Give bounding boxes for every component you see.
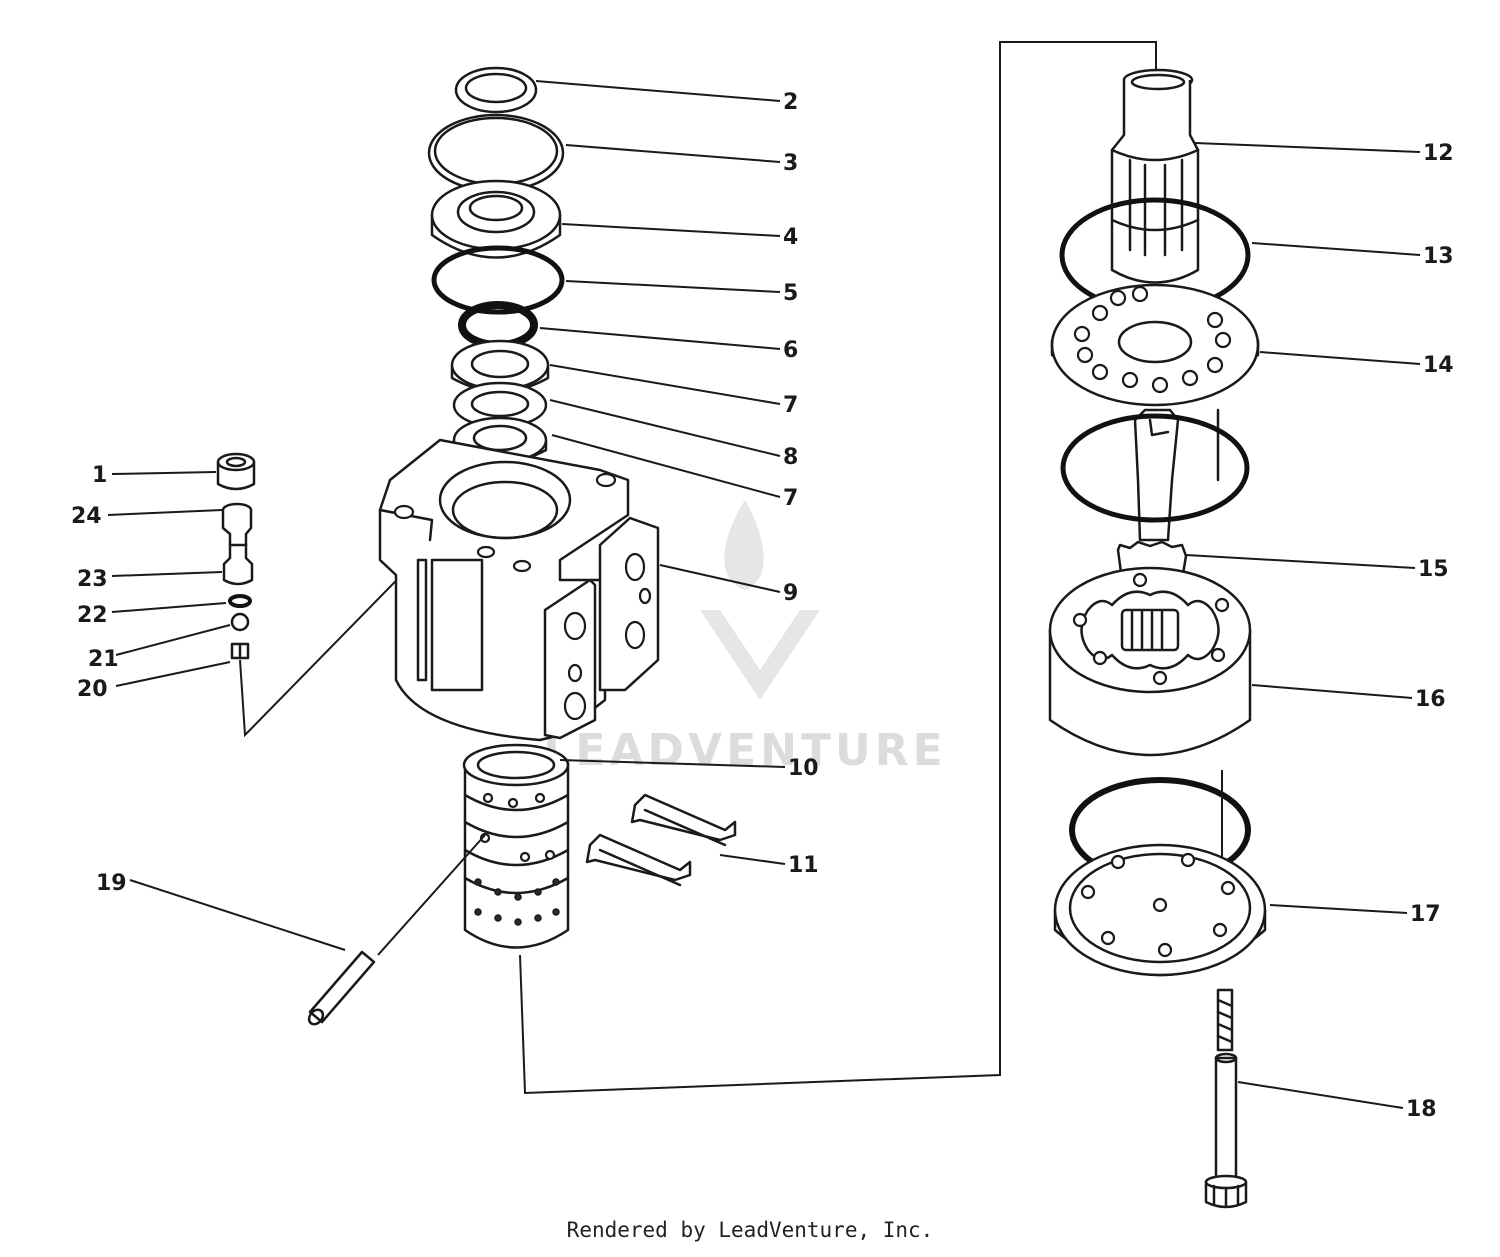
callout-label: 6 xyxy=(783,338,798,363)
leader-line xyxy=(115,624,231,656)
relief-seat-part xyxy=(230,642,250,660)
leader-line xyxy=(1259,351,1421,365)
callout-label: 7 xyxy=(783,486,798,511)
leader-line xyxy=(1237,1081,1404,1109)
callout-label: 18 xyxy=(1406,1097,1437,1122)
callout-label: 1 xyxy=(92,463,107,488)
callouts: 2 3 4 5 6 7 8 7 9 10 11 12 13 14 15 16 1 xyxy=(71,80,1454,1122)
relief-valve-spool-part xyxy=(221,502,254,586)
spool-sleeve-part xyxy=(462,743,570,949)
leader-line xyxy=(561,223,781,237)
leader-line xyxy=(111,602,227,613)
dust-seal-part xyxy=(454,66,538,114)
leader-line xyxy=(539,327,781,350)
leader-line xyxy=(551,434,781,498)
callout-label: 23 xyxy=(77,567,108,592)
leader-line xyxy=(107,509,223,516)
drive-link-part xyxy=(1133,408,1220,542)
leader-line xyxy=(111,571,223,577)
callout-label: 4 xyxy=(783,225,798,250)
large-o-ring-part xyxy=(427,113,565,193)
pin-part xyxy=(307,950,376,1026)
leadventure-logo-icon xyxy=(700,500,820,700)
callout-label: 17 xyxy=(1410,902,1441,927)
render-credit: Rendered by LeadVenture, Inc. xyxy=(566,1218,934,1242)
housing-part xyxy=(378,438,660,742)
callout-label: 14 xyxy=(1423,353,1454,378)
assembly-bracket-line xyxy=(519,41,1157,1095)
watermark: LEADVENTURE xyxy=(543,500,946,776)
leader-line xyxy=(659,564,781,593)
leader-line xyxy=(559,759,786,768)
seal-gland-part xyxy=(430,179,562,259)
gland-o-ring-part xyxy=(431,245,565,315)
leader-line xyxy=(565,280,781,293)
relief-valve-plug-part xyxy=(216,452,256,491)
callout-label: 19 xyxy=(96,871,127,896)
end-cap-part xyxy=(1053,843,1267,977)
callout-label: 16 xyxy=(1415,687,1446,712)
leader-line xyxy=(129,879,346,951)
pin-path-line xyxy=(377,834,486,956)
leader-line xyxy=(115,661,231,687)
middle-o-ring-part xyxy=(1060,413,1250,523)
callout-label: 20 xyxy=(77,677,108,702)
callout-label: 5 xyxy=(783,281,798,306)
leader-line xyxy=(111,471,217,475)
callout-label: 13 xyxy=(1423,244,1454,269)
callout-label: 3 xyxy=(783,151,798,176)
callout-label: 21 xyxy=(88,647,119,672)
callout-label: 12 xyxy=(1423,141,1454,166)
leader-line xyxy=(1269,904,1408,914)
relief-o-ring-part xyxy=(228,594,252,608)
leader-line xyxy=(549,399,781,457)
cap-screw-part xyxy=(1204,988,1248,1209)
leader-line xyxy=(565,144,781,163)
callout-label: 22 xyxy=(77,603,108,628)
callout-label: 8 xyxy=(783,445,798,470)
leader-line xyxy=(549,364,781,405)
leader-line xyxy=(1251,684,1413,699)
callout-label: 24 xyxy=(71,504,102,529)
leader-line xyxy=(719,854,786,865)
centering-spring-part xyxy=(585,793,737,887)
leader-line xyxy=(1185,554,1416,569)
leader-line xyxy=(1251,242,1421,256)
callout-label: 11 xyxy=(788,853,819,878)
callout-label: 15 xyxy=(1418,557,1449,582)
callout-label: 7 xyxy=(783,393,798,418)
callout-label: 10 xyxy=(788,756,819,781)
callout-label: 9 xyxy=(783,581,798,606)
leader-line xyxy=(535,80,781,102)
drive-shaft-part xyxy=(1110,68,1200,284)
leader-line xyxy=(1194,142,1421,153)
watermark-text: LEADVENTURE xyxy=(543,725,946,776)
relief-ball-part xyxy=(230,612,250,632)
gerotor-part xyxy=(1048,566,1252,757)
spacer-plate-part xyxy=(1050,283,1260,407)
callout-label: 2 xyxy=(783,90,798,115)
